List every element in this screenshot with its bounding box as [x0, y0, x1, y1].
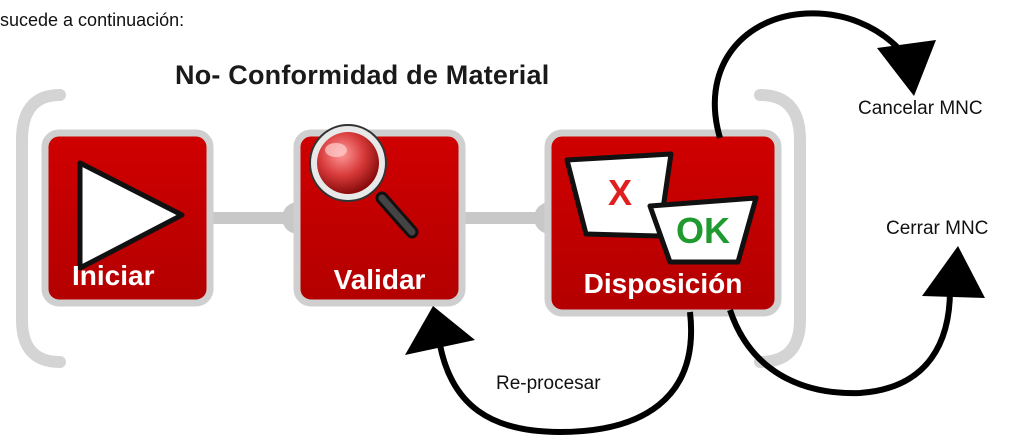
diagram-title: No- Conformidad de Material	[175, 60, 550, 90]
reject-tag-label: X	[607, 172, 632, 213]
magnifier-icon	[309, 124, 419, 239]
right-bracket	[754, 89, 806, 368]
connector-2	[462, 212, 552, 224]
cancel-arrow	[711, 10, 905, 139]
reprocess-label: Re-procesar	[496, 373, 601, 394]
close-arrow	[727, 289, 953, 397]
connector-1	[210, 212, 300, 224]
disposition-tags-icon	[564, 151, 759, 265]
cancel-arrowhead	[877, 40, 936, 96]
left-bracket	[16, 89, 66, 368]
reprocess-arrow	[437, 311, 695, 436]
play-icon	[77, 160, 185, 271]
step-disposicion-label: Disposición	[583, 268, 743, 299]
accept-tag-label: OK	[676, 210, 730, 251]
cancel-mnc-label: Cancelar MNC	[858, 98, 983, 119]
accept-tag	[647, 195, 759, 265]
close-arrowhead	[922, 246, 985, 298]
step-iniciar-label: Iniciar	[72, 260, 155, 291]
intro-text: sucede a continuación:	[0, 10, 185, 30]
close-mnc-label: Cerrar MNC	[886, 218, 989, 239]
reprocess-arrowhead	[405, 306, 475, 355]
step-validar-label: Validar	[333, 264, 426, 295]
